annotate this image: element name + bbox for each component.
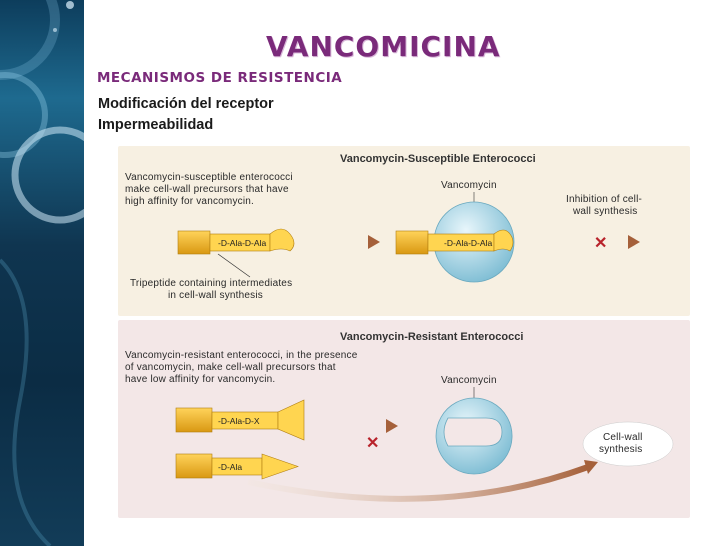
vancomycin-label-susceptible: Vancomycin <box>441 180 497 191</box>
bound-precursor: -D-Ala-D-Ala <box>395 229 514 255</box>
decorative-sidebar <box>0 0 84 546</box>
cell-wall-synthesis-line-2: synthesis <box>599 444 643 455</box>
inhibition-label-line-1: Inhibition of cell- <box>566 194 642 205</box>
precursor-d-ala-label: -D-Ala <box>218 462 242 472</box>
susceptible-intro-line-2: make cell-wall precursors that have <box>125 184 289 195</box>
tripeptide-label-line-1: Tripeptide containing intermediates <box>130 278 292 289</box>
resistant-intro-line-3: have low affinity for vancomycin. <box>125 374 275 385</box>
slide-subtitle: MECANISMOS DE RESISTENCIA <box>97 70 343 86</box>
tripeptide-label-line-2: in cell-wall synthesis <box>168 290 263 301</box>
resistance-mechanism-figure: Vancomycin-Susceptible Enterococci Vanco… <box>118 146 690 518</box>
resistant-intro-line-2: of vancomycin, make cell-wall precursors… <box>125 362 336 373</box>
susceptible-intro-line-3: high affinity for vancomycin. <box>125 196 254 207</box>
vancomycin-molecule-unbound <box>435 397 513 475</box>
vancomycin-label-resistant: Vancomycin <box>441 375 497 386</box>
binding-blocked-x-mark: ✕ <box>366 435 379 452</box>
precursor-d-ala: -D-Ala <box>175 453 299 480</box>
slide-title: VANCOMICINA <box>266 30 501 63</box>
flow-arrow-1-head <box>368 235 380 249</box>
precursor-d-ala-d-x: -D-Ala-D-X <box>175 399 305 441</box>
bullet-impermeability: Impermeabilidad <box>98 117 214 133</box>
flow-arrow-2-head <box>628 235 640 249</box>
precursor-label: -D-Ala-D-Ala <box>218 238 266 248</box>
susceptible-intro-line-1: Vancomycin-susceptible enterococci <box>125 172 293 183</box>
panel-susceptible-header: Vancomycin-Susceptible Enterococci <box>340 153 536 165</box>
tripeptide-pointer <box>217 253 251 278</box>
panel-resistant-header: Vancomycin-Resistant Enterococci <box>340 331 523 343</box>
flow-arrow-3-head <box>386 419 398 433</box>
sidebar-swirl-decoration <box>0 0 84 546</box>
precursor-d-ala-d-x-label: -D-Ala-D-X <box>218 416 260 426</box>
cell-wall-synthesis-bubble <box>582 421 674 467</box>
synthesis-curved-arrow-head <box>584 460 598 474</box>
inhibition-label-line-2: wall synthesis <box>572 206 638 217</box>
cell-wall-synthesis-line-1: Cell-wall <box>603 432 643 443</box>
inhibition-x-mark: ✕ <box>594 235 607 252</box>
bound-precursor-label: -D-Ala-D-Ala <box>444 238 492 248</box>
resistant-intro-line-1: Vancomycin-resistant enterococci, in the… <box>125 350 358 361</box>
bullet-receptor-modification: Modificación del receptor <box>98 96 274 112</box>
synthesis-curved-arrow <box>247 464 590 502</box>
precursor-d-ala-d-ala: -D-Ala-D-Ala <box>177 228 295 255</box>
